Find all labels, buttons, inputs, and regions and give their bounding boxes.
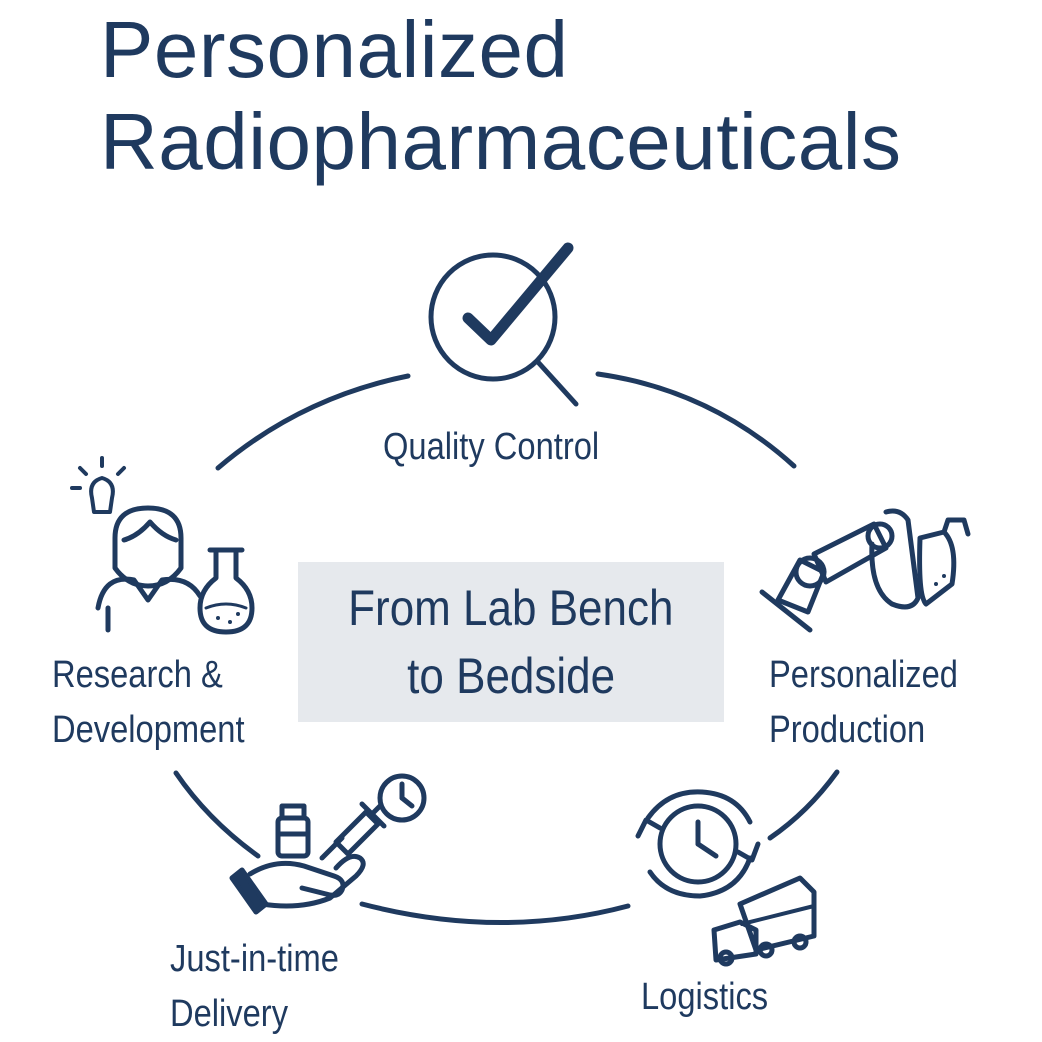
clock-cycle-truck-icon [635,789,817,967]
title-line-2: Radiopharmaceuticals [100,97,902,186]
delivery-line-1: Just-in-time [170,938,339,980]
center-line-1: From Lab Bench [348,580,674,636]
cycle-arc-top-right [595,371,797,469]
research-line-2: Development [52,709,245,751]
research-line-1: Research & [52,654,223,696]
stage-label-logistics: Logistics [641,976,769,1018]
stage-label-production: Personalized Production [769,648,958,758]
cycle-arc-top-left [215,373,411,471]
center-line-2: to Bedside [407,648,615,704]
delivery-line-2: Delivery [170,993,289,1035]
robot-arm-vial-icon [759,508,971,633]
stage-label-quality-control: Quality Control [383,426,600,468]
magnifier-check-icon [428,242,579,407]
scientist-flask-bulb-icon [70,456,255,635]
stage-label-research: Research & Development [52,648,245,758]
cycle-arc-bottom [359,901,631,925]
production-line-1: Personalized [769,654,958,696]
cycle-arc-left [173,770,261,859]
hand-vial-syringe-clock-icon [229,773,427,915]
center-box: From Lab Bench to Bedside [298,562,724,722]
cycle-arc-right [767,769,840,841]
stage-label-delivery: Just-in-time Delivery [170,932,339,1042]
title-line-1: Personalized [100,5,569,94]
production-line-2: Production [769,709,926,751]
page-title: Personalized Radiopharmaceuticals [100,4,902,188]
